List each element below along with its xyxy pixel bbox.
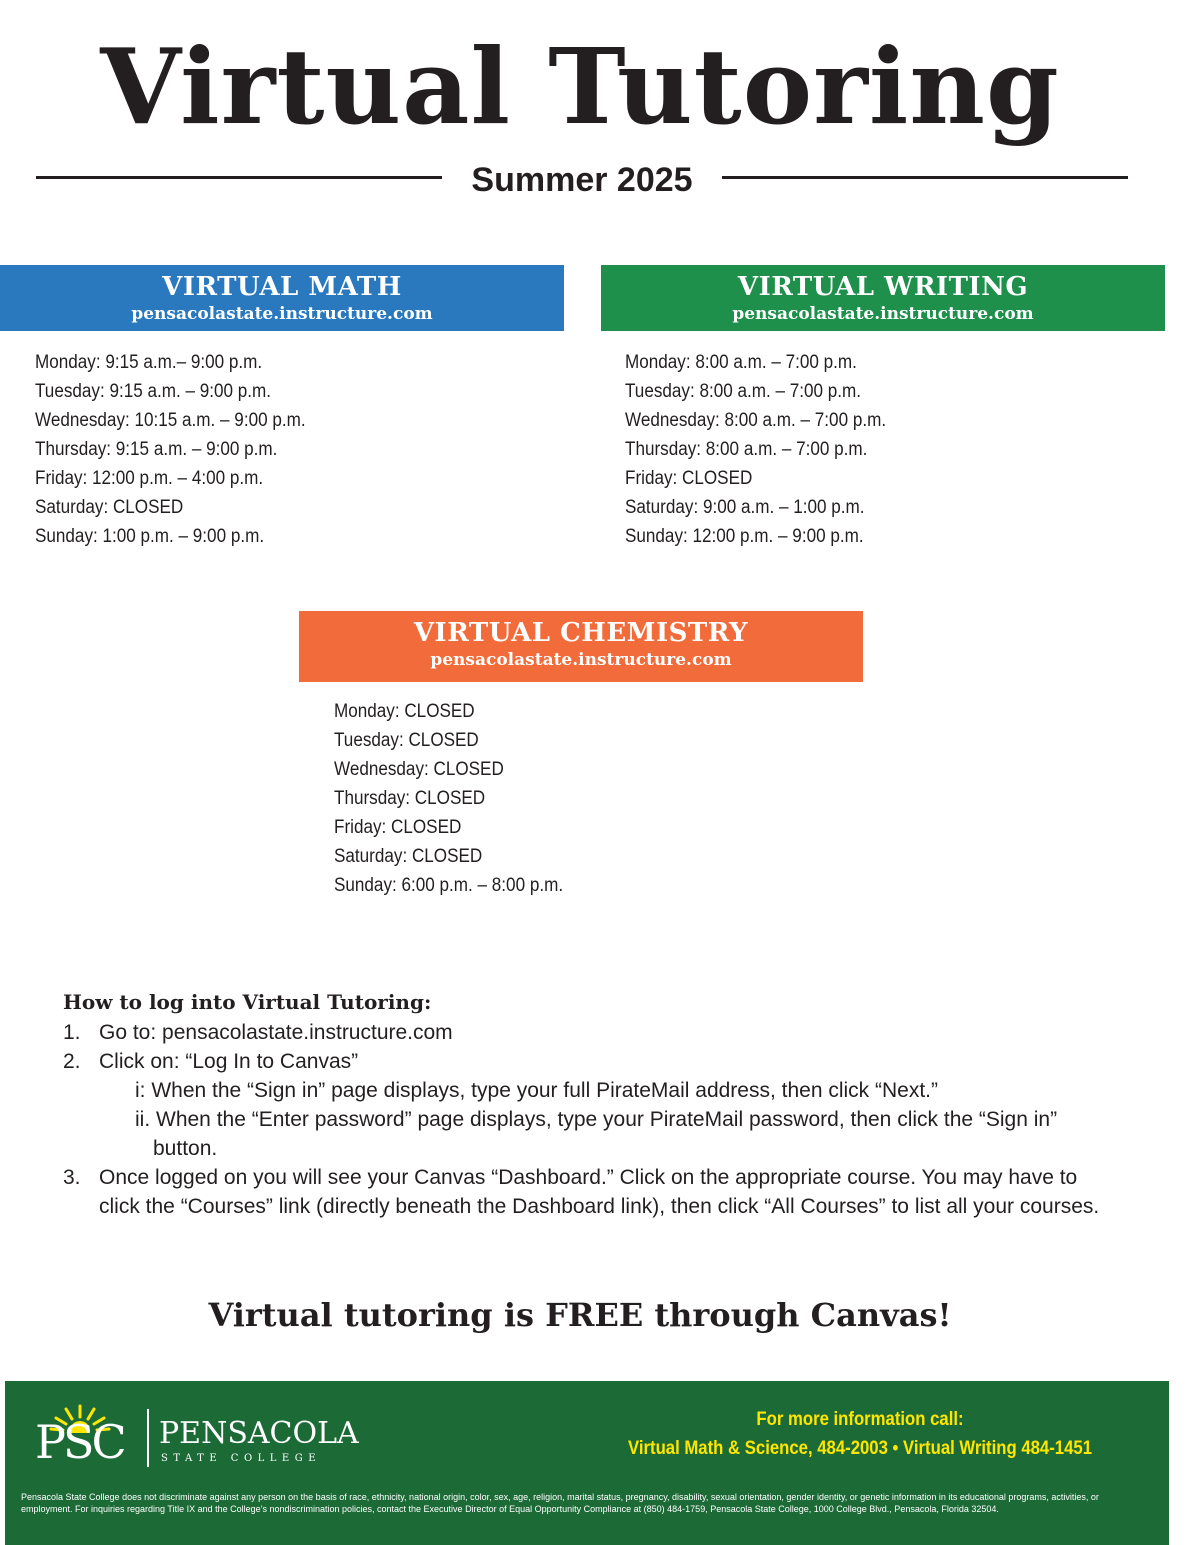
substep-text: ii. When the “Enter password” page displ…	[135, 1108, 1058, 1160]
chemistry-hours-item: Sunday: 6:00 p.m. – 8:00 p.m.	[334, 875, 564, 896]
contact-heading: For more information call:	[756, 1409, 964, 1430]
writing-title: VIRTUAL WRITING	[737, 272, 1029, 302]
math-hours-item: Wednesday: 10:15 a.m. – 9:00 p.m.	[35, 410, 306, 431]
chemistry-banner: VIRTUAL CHEMISTRY pensacolastate.instruc…	[299, 611, 863, 682]
writing-hours-item: Tuesday: 8:00 a.m. – 7:00 p.m.	[625, 381, 862, 402]
logo-divider	[147, 1409, 149, 1467]
chemistry-hours: Monday: CLOSED Tuesday: CLOSED Wednesday…	[334, 697, 589, 900]
writing-hours-item: Sunday: 12:00 p.m. – 9:00 p.m.	[625, 526, 864, 547]
free-tagline: Virtual tutoring is FREE through Canvas!	[208, 1296, 952, 1334]
writing-hours-item: Monday: 8:00 a.m. – 7:00 p.m.	[625, 352, 857, 373]
math-hours-item: Saturday: CLOSED	[35, 497, 184, 518]
footer: PSC PENSACOLA STATE COLLEGE For more inf…	[5, 1381, 1169, 1545]
nondiscrimination-disclaimer: Pensacola State College does not discrim…	[21, 1492, 1099, 1514]
chemistry-url[interactable]: pensacolastate.instructure.com	[430, 650, 732, 670]
logo-subtitle: STATE COLLEGE	[161, 1453, 322, 1464]
howto-step: 3. Once logged on you will see your Canv…	[63, 1163, 1123, 1221]
chemistry-hours-item: Wednesday: CLOSED	[334, 759, 504, 780]
title-rule-left	[36, 176, 442, 179]
sun-icon	[49, 1404, 111, 1433]
writing-banner: VIRTUAL WRITING pensacolastate.instructu…	[601, 265, 1165, 331]
logo-mark: PSC	[35, 1415, 127, 1469]
logo-name: PENSACOLA	[159, 1416, 359, 1451]
writing-hours-item: Saturday: 9:00 a.m. – 1:00 p.m.	[625, 497, 865, 518]
math-hours-item: Sunday: 1:00 p.m. – 9:00 p.m.	[35, 526, 265, 547]
chemistry-hours-item: Friday: CLOSED	[334, 817, 462, 838]
writing-hours: Monday: 8:00 a.m. – 7:00 p.m. Tuesday: 8…	[625, 348, 915, 551]
howto-step: 2. Click on: “Log In to Canvas” i: When …	[63, 1047, 1123, 1163]
howto-substeps: i: When the “Sign in” page displays, typ…	[99, 1076, 1123, 1163]
math-hours: Monday: 9:15 a.m.– 9:00 p.m. Tuesday: 9:…	[35, 348, 336, 551]
math-hours-item: Monday: 9:15 a.m.– 9:00 p.m.	[35, 352, 263, 373]
title-rule-right	[722, 176, 1128, 179]
step-number: 2.	[63, 1050, 81, 1073]
step-number: 1.	[63, 1021, 81, 1044]
chemistry-hours-item: Tuesday: CLOSED	[334, 730, 479, 751]
step-number: 3.	[63, 1166, 81, 1189]
page-title: Virtual Tutoring	[100, 25, 1060, 148]
math-hours-item: Tuesday: 9:15 a.m. – 9:00 p.m.	[35, 381, 272, 402]
step-text: Go to: pensacolastate.instructure.com	[99, 1021, 453, 1044]
math-url[interactable]: pensacolastate.instructure.com	[131, 304, 433, 324]
howto-steps: 1. Go to: pensacolastate.instructure.com…	[63, 1018, 1123, 1221]
math-hours-item: Thursday: 9:15 a.m. – 9:00 p.m.	[35, 439, 278, 460]
chemistry-hours-item: Monday: CLOSED	[334, 701, 475, 722]
contact-info: For more information call: Virtual Math …	[565, 1405, 1155, 1463]
howto-step: 1. Go to: pensacolastate.instructure.com	[63, 1018, 1123, 1047]
writing-hours-item: Wednesday: 8:00 a.m. – 7:00 p.m.	[625, 410, 887, 431]
step-text: Once logged on you will see your Canvas …	[99, 1166, 1100, 1218]
step-text: Click on: “Log In to Canvas”	[99, 1050, 359, 1073]
math-title: VIRTUAL MATH	[162, 272, 402, 302]
writing-hours-item: Friday: CLOSED	[625, 468, 753, 489]
chemistry-title: VIRTUAL CHEMISTRY	[413, 618, 749, 648]
chemistry-hours-item: Thursday: CLOSED	[334, 788, 486, 809]
writing-url[interactable]: pensacolastate.instructure.com	[732, 304, 1034, 324]
page-subtitle: Summer 2025	[471, 161, 693, 199]
contact-numbers: Virtual Math & Science, 484-2003 • Virtu…	[627, 1438, 1093, 1459]
math-banner: VIRTUAL MATH pensacolastate.instructure.…	[0, 265, 564, 331]
chemistry-hours-item: Saturday: CLOSED	[334, 846, 483, 867]
writing-hours-item: Thursday: 8:00 a.m. – 7:00 p.m.	[625, 439, 868, 460]
math-hours-item: Friday: 12:00 p.m. – 4:00 p.m.	[35, 468, 264, 489]
substep-text: i: When the “Sign in” page displays, typ…	[135, 1079, 939, 1102]
howto-heading: How to log into Virtual Tutoring:	[63, 990, 432, 1014]
psc-logo: PSC PENSACOLA STATE COLLEGE	[35, 1403, 365, 1473]
